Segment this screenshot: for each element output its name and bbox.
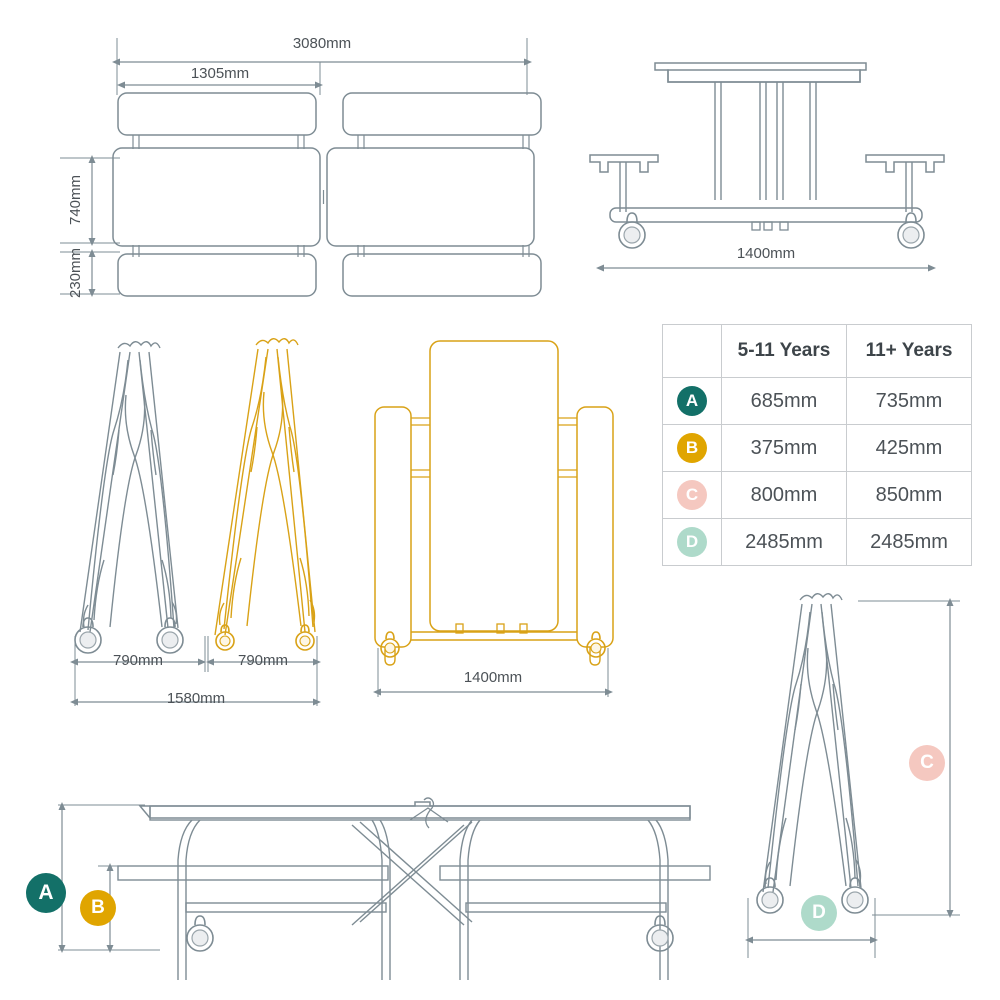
folded-front-dimensions	[373, 648, 613, 697]
row-badge-cell-d: D	[662, 518, 722, 566]
badge-b: B	[677, 433, 707, 463]
dim-label-740: 740mm	[67, 175, 84, 225]
cell-d-5-11: 2485mm	[721, 518, 847, 566]
callout-badge-b: B	[80, 890, 116, 926]
cell-d-11plus: 2485mm	[846, 518, 972, 566]
folded-front-view-group	[374, 340, 614, 666]
dim-label-1400-side: 1400mm	[737, 245, 795, 262]
callout-badge-c: C	[909, 745, 945, 781]
header-blank	[662, 324, 722, 378]
table-row: C 800mm 850mm	[662, 471, 972, 519]
row-badge-cell-b: B	[662, 424, 722, 472]
dim-label-3080: 3080mm	[293, 35, 351, 52]
folded-side-view-group	[745, 593, 960, 958]
cell-c-11plus: 850mm	[846, 471, 972, 519]
badge-d: D	[677, 527, 707, 557]
dim-label-790-left: 790mm	[113, 652, 163, 669]
folded-legs-amber	[214, 338, 316, 651]
badge-a: A	[677, 386, 707, 416]
cell-b-11plus: 425mm	[846, 424, 972, 472]
cell-a-5-11: 685mm	[721, 377, 847, 425]
header-5-11-years: 5-11 Years	[721, 324, 847, 378]
header-11-plus-years: 11+ Years	[846, 324, 972, 378]
size-specification-table: 5-11 Years 11+ Years A 685mm 735mm B 375…	[662, 324, 972, 566]
callout-badge-a: A	[26, 873, 66, 913]
row-badge-cell-a: A	[662, 377, 722, 425]
dim-label-1400-folded: 1400mm	[464, 669, 522, 686]
dim-label-790-right: 790mm	[238, 652, 288, 669]
dim-label-230: 230mm	[67, 248, 84, 298]
table-row: B 375mm 425mm	[662, 424, 972, 472]
cell-c-5-11: 800mm	[721, 471, 847, 519]
cell-b-5-11: 375mm	[721, 424, 847, 472]
side-view-group	[589, 62, 945, 272]
dim-label-1305: 1305mm	[191, 65, 249, 82]
cell-a-11plus: 735mm	[846, 377, 972, 425]
table-header-row: 5-11 Years 11+ Years	[662, 324, 972, 378]
folded-legs-dimensions	[70, 636, 321, 706]
plan-view-group	[60, 38, 542, 297]
folded-legs-gray	[74, 341, 184, 654]
row-badge-cell-c: C	[662, 471, 722, 519]
dim-label-1580: 1580mm	[167, 690, 225, 707]
callout-badge-d: D	[801, 895, 837, 931]
table-row: A 685mm 735mm	[662, 377, 972, 425]
table-row: D 2485mm 2485mm	[662, 518, 972, 566]
front-elevation-group	[58, 797, 711, 980]
badge-c: C	[677, 480, 707, 510]
